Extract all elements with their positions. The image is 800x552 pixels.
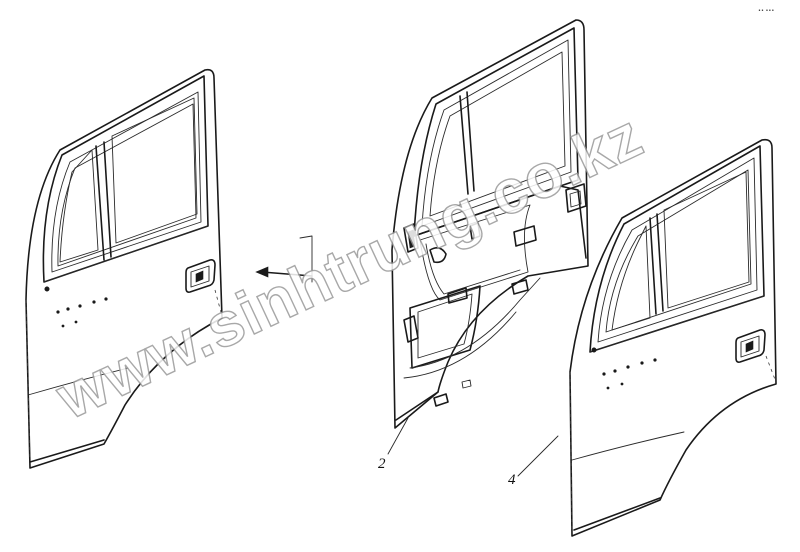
door-inner-frame (387, 19, 589, 455)
direction-arrow (255, 235, 313, 283)
right-door-outer (517, 138, 777, 537)
corner-mark: •• ••• (758, 8, 774, 14)
watermark-text: www.sinhtrung.co.kz (46, 101, 653, 433)
callout-4: 4 (508, 472, 516, 488)
left-door-outer (25, 68, 223, 469)
callout-2: 2 (378, 456, 386, 472)
